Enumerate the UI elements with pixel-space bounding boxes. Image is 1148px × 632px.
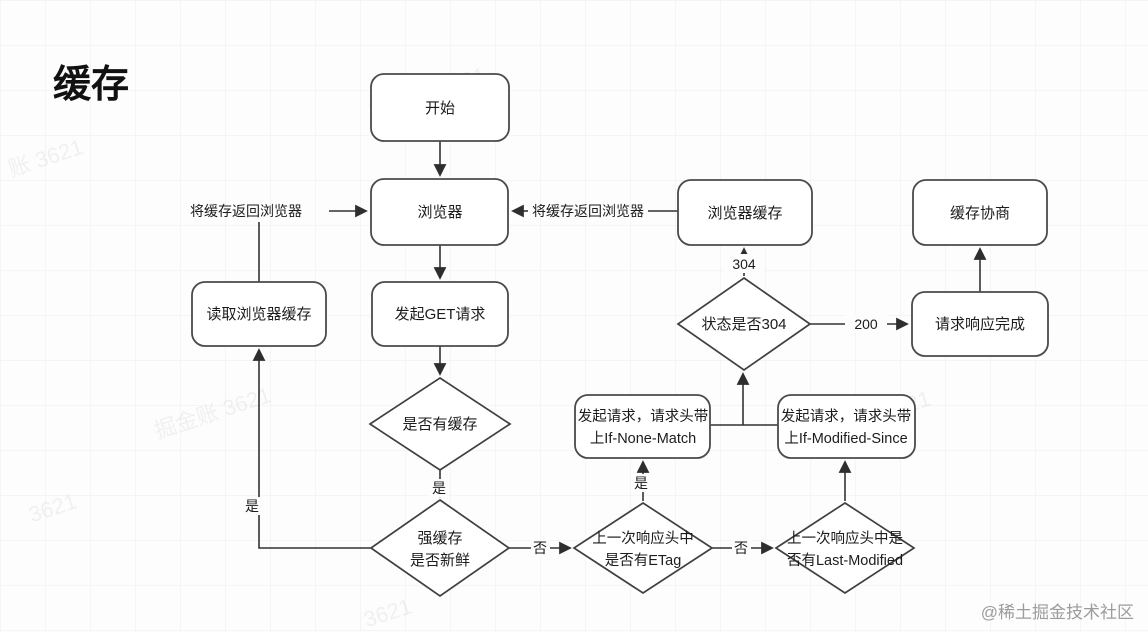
edge-label-bg (531, 539, 550, 557)
node-start: 开始 (370, 73, 510, 142)
node-read-browser-cache-label: 读取浏览器缓存 (206, 306, 311, 323)
edge-label-200: 200 (854, 316, 878, 332)
node-has-last-modified-line2: 否有Last-Modified (787, 552, 903, 569)
edge-label-bg (845, 314, 887, 333)
node-request-response-done: 请求响应完成 (911, 291, 1049, 357)
node-browser-cache-label: 浏览器缓存 (707, 205, 782, 222)
node-request-if-modified-since-line2: 上If-Modified-Since (784, 430, 907, 447)
edge-label-yes-has-cache: 是 (432, 480, 446, 496)
footer-watermark: @稀土掘金技术社区 (981, 603, 1134, 622)
node-strong-cache-fresh-line2: 是否新鲜 (410, 552, 470, 569)
node-browser-cache: 浏览器缓存 (677, 179, 813, 246)
node-request-if-modified-since: 发起请求，请求头带 上If-Modified-Since (777, 394, 916, 459)
node-cache-negotiation: 缓存协商 (912, 179, 1048, 246)
edge-label-no-etag: 否 (734, 540, 748, 556)
node-send-get-request: 发起GET请求 (371, 281, 509, 347)
node-has-last-modified-line1: 上一次响应头中是 (787, 529, 903, 547)
edge-label-bg (430, 479, 449, 497)
node-has-etag-line2: 是否有ETag (605, 552, 682, 569)
node-has-cache-label: 是否有缓存 (402, 416, 477, 433)
edge-label-no-fresh: 否 (533, 540, 547, 556)
node-status-is-304-label: 状态是否304 (701, 316, 786, 333)
edge-labels: 将缓存返回浏览器 将缓存返回浏览器 304 200 是 是 是 否 否 (190, 203, 887, 557)
node-start-label: 开始 (425, 100, 455, 117)
edge-label-bg (732, 539, 751, 557)
node-status-is-304: 状态是否304 (676, 276, 812, 372)
node-has-etag: 上一次响应头中 是否有ETag (572, 501, 714, 595)
edge-label-return-cache-right: 将缓存返回浏览器 (532, 203, 644, 219)
edge-label-304: 304 (732, 256, 756, 272)
edge-strong-fresh-to-read-cache (252, 348, 371, 549)
node-browser: 浏览器 (370, 178, 509, 246)
node-strong-cache-fresh: 强缓存 是否新鲜 (369, 498, 511, 598)
node-cache-negotiation-label: 缓存协商 (950, 205, 1010, 222)
node-request-if-modified-since-line1: 发起请求，请求头带 (781, 408, 912, 425)
edge-label-yes-etag: 是 (634, 475, 648, 491)
edge-label-yes-fresh: 是 (245, 498, 259, 514)
node-strong-cache-fresh-line1: 强缓存 (417, 530, 462, 547)
edge-label-bg (632, 474, 651, 492)
node-read-browser-cache: 读取浏览器缓存 (191, 281, 327, 347)
node-send-get-request-label: 发起GET请求 (395, 306, 486, 323)
edge-label-return-cache-left: 将缓存返回浏览器 (190, 203, 302, 219)
node-has-last-modified: 上一次响应头中是 否有Last-Modified (774, 501, 916, 595)
node-browser-label: 浏览器 (417, 204, 462, 221)
node-request-response-done-label: 请求响应完成 (935, 315, 1025, 333)
node-has-cache: 是否有缓存 (368, 376, 512, 472)
edge-label-bg (243, 497, 262, 515)
edge-label-bg (723, 254, 765, 273)
node-has-etag-line1: 上一次响应头中 (592, 529, 694, 547)
page-title: 缓存 (53, 64, 129, 106)
node-request-if-none-match: 发起请求，请求头带 上If-None-Match (574, 394, 711, 459)
node-request-if-none-match-line2: 上If-None-Match (590, 430, 696, 447)
node-request-if-none-match-line1: 发起请求，请求头带 (578, 408, 709, 425)
